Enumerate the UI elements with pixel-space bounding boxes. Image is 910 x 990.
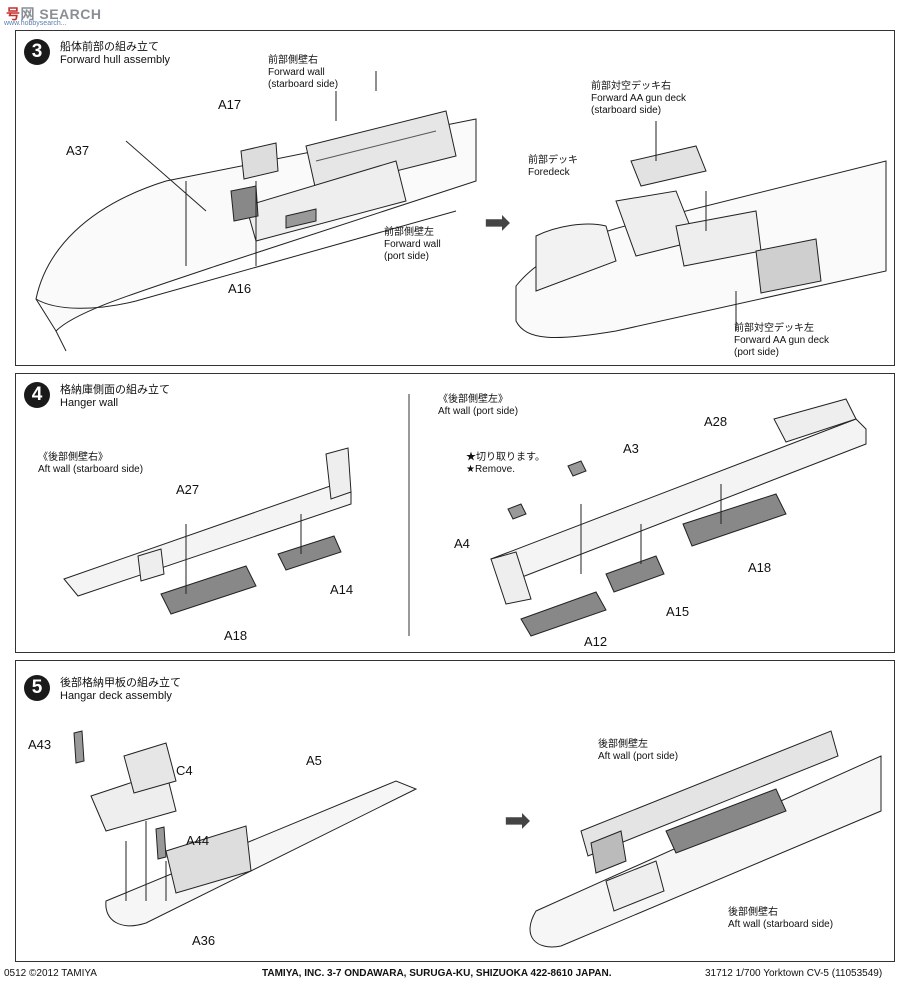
label-en: Aft wall (port side) xyxy=(438,406,519,417)
watermark-brand-right: 网 xyxy=(20,6,35,22)
part-label: A37 xyxy=(66,143,90,158)
part-label: A43 xyxy=(28,737,52,752)
part-label: A14 xyxy=(330,582,354,597)
label-forward-wall-port: 前部側壁左 Forward wall (port side) xyxy=(384,227,441,263)
part-label: C4 xyxy=(176,763,193,778)
step-title-en: Hangar deck assembly xyxy=(60,690,172,702)
label-aft-wall-starboard: 《後部側壁右》 Aft wall (starboard side) xyxy=(38,452,143,476)
step-number: 3 xyxy=(24,39,50,65)
label-en: Forward wall xyxy=(384,239,441,250)
label-forward-wall-starboard: 前部側壁右 Forward wall (starboard side) xyxy=(268,55,338,91)
watermark-brand-left: 号 xyxy=(6,6,21,22)
label-en: Aft wall (port side) xyxy=(598,751,679,762)
label-en: Forward wall xyxy=(268,67,325,78)
label-jp: 後部側壁右 xyxy=(728,907,778,918)
part-label: A18 xyxy=(748,560,772,575)
label-jp: 前部側壁左 xyxy=(384,227,434,238)
label-jp: 《後部側壁右》 xyxy=(38,452,108,463)
part-label: A17 xyxy=(218,97,242,112)
label-en-2: (starboard side) xyxy=(268,79,339,90)
part-label: A36 xyxy=(192,933,216,948)
label-foredeck: 前部デッキ Foredeck xyxy=(528,155,578,179)
part-label: A15 xyxy=(666,604,690,619)
step-number: 5 xyxy=(24,675,50,701)
step-5-panel: 5 後部格納甲板の組み立て Hangar deck assembly ➡ 後部側… xyxy=(15,660,895,962)
part-label: A12 xyxy=(584,634,608,649)
label-jp: 前部対空デッキ右 xyxy=(591,81,671,92)
label-en-2: (port side) xyxy=(384,251,430,262)
part-label: A44 xyxy=(186,833,210,848)
part-label: A16 xyxy=(228,281,252,296)
part-label: A28 xyxy=(704,414,728,429)
step-3-panel: 3 船体前部の組み立て Forward hull assembly xyxy=(15,30,895,366)
label-aft-wall-starboard: 後部側壁右 Aft wall (starboard side) xyxy=(728,907,833,931)
label-forward-aa-deck-port: 前部対空デッキ左 Forward AA gun deck (port side) xyxy=(734,323,829,359)
label-en: Aft wall (starboard side) xyxy=(728,919,834,930)
step-title: 後部格納甲板の組み立て Hangar deck assembly xyxy=(60,677,181,703)
step-5-illustration xyxy=(73,730,882,948)
watermark-url: www.hobbysearch... xyxy=(4,20,67,27)
label-en-2: (starboard side) xyxy=(591,105,662,116)
label-jp: ★切り取ります。 xyxy=(466,452,545,463)
label-forward-aa-deck-starboard: 前部対空デッキ右 Forward AA gun deck (starboard … xyxy=(591,81,686,117)
part-label: A27 xyxy=(176,482,200,497)
part-label: A4 xyxy=(454,536,470,551)
footer-copyright: 0512 ©2012 TAMIYA xyxy=(4,968,97,979)
label-en: Forward AA gun deck xyxy=(734,335,830,346)
label-jp: 前部対空デッキ左 xyxy=(734,323,814,334)
label-jp: 前部側壁右 xyxy=(268,55,318,66)
footer-address: TAMIYA, INC. 3-7 ONDAWARA, SURUGA-KU, SH… xyxy=(262,968,612,979)
step-number: 4 xyxy=(24,382,50,408)
label-jp: 《後部側壁左》 xyxy=(438,394,508,405)
step-title-jp: 後部格納甲板の組み立て xyxy=(60,677,181,689)
label-jp: 後部側壁左 xyxy=(598,739,648,750)
watermark-logo: 号网 SEARCH xyxy=(6,4,102,24)
step-title-en: Hanger wall xyxy=(60,397,119,409)
direction-arrow-icon: ➡ xyxy=(504,802,531,838)
part-label: A18 xyxy=(224,628,248,643)
step-title-jp: 船体前部の組み立て xyxy=(60,41,159,53)
step-title: 格納庫側面の組み立て Hanger wall xyxy=(60,384,170,410)
label-en: Foredeck xyxy=(528,167,570,178)
label-en: ★Remove. xyxy=(466,464,515,475)
label-en: Forward AA gun deck xyxy=(591,93,687,104)
step-3-illustration xyxy=(35,71,887,352)
footer-product-code: 31712 1/700 Yorktown CV-5 (11053549) xyxy=(705,968,883,979)
step-title-jp: 格納庫側面の組み立て xyxy=(60,384,170,396)
part-label: A5 xyxy=(306,753,322,768)
label-remove: ★切り取ります。 ★Remove. xyxy=(466,452,545,476)
step-title-en: Forward hull assembly xyxy=(60,54,171,66)
direction-arrow-icon: ➡ xyxy=(484,204,511,240)
step-4-illustration xyxy=(63,394,867,637)
label-aft-wall-port: 後部側壁左 Aft wall (port side) xyxy=(598,739,678,763)
label-jp: 前部デッキ xyxy=(528,155,578,166)
label-en-2: (port side) xyxy=(734,347,780,358)
label-aft-wall-port: 《後部側壁左》 Aft wall (port side) xyxy=(438,394,518,418)
step-4-panel: 4 格納庫側面の組み立て Hanger wall 《後部側壁右》 A xyxy=(15,373,895,653)
part-label: A3 xyxy=(623,441,639,456)
watermark-text: SEARCH xyxy=(39,6,102,22)
step-title: 船体前部の組み立て Forward hull assembly xyxy=(60,41,170,67)
label-en: Aft wall (starboard side) xyxy=(38,464,144,475)
